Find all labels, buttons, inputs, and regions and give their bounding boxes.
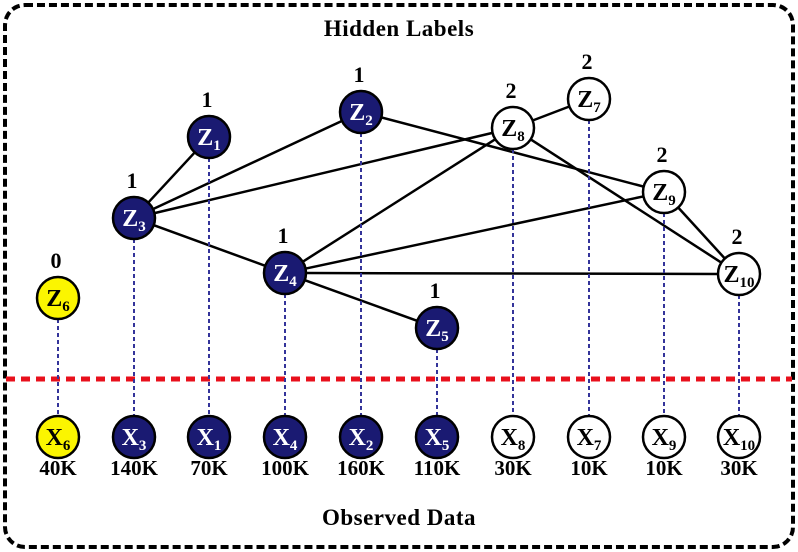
hidden-node-label-Z9: Z9	[652, 180, 676, 209]
observed-node-X2	[338, 414, 384, 460]
hidden-node-Z5	[414, 305, 460, 351]
value-label-X7: 10K	[570, 456, 608, 480]
edge-Z8-Z10	[529, 137, 723, 265]
hidden-node-Z1	[186, 114, 232, 160]
count-label-Z6: 0	[51, 248, 62, 273]
hidden-node-label-Z7: Z7	[577, 87, 601, 116]
edge-Z3-Z1	[146, 150, 197, 205]
count-label-Z2: 1	[354, 62, 365, 87]
edge-Z3-Z8	[153, 131, 494, 215]
observed-node-label-X10: X10	[723, 425, 755, 454]
observed-node-label-X1: X1	[197, 425, 222, 454]
count-label-Z4: 1	[278, 223, 289, 248]
hidden-node-Z7	[566, 76, 612, 122]
edge-Z4-Z10	[304, 271, 720, 276]
observed-node-X6	[35, 414, 81, 460]
count-label-Z7: 2	[582, 49, 593, 74]
value-label-X2: 160K	[337, 456, 386, 480]
value-label-X4: 100K	[261, 456, 310, 480]
observed-node-label-X6: X6	[46, 425, 71, 454]
hidden-node-label-Z1: Z1	[197, 125, 221, 154]
hidden-node-Z3	[111, 195, 157, 241]
hidden-node-label-Z8: Z8	[501, 116, 525, 145]
observed-node-X4	[262, 414, 308, 460]
value-label-X10: 30K	[720, 456, 758, 480]
observed-node-label-X2: X2	[349, 425, 374, 454]
value-label-X1: 70K	[190, 456, 228, 480]
observed-node-X10	[716, 414, 762, 460]
edge-Z4-Z5	[303, 278, 419, 323]
observed-node-label-X3: X3	[122, 425, 147, 454]
edge-Z4-Z9	[304, 194, 645, 271]
observed-data-title: Observed Data	[321, 505, 477, 530]
hidden-node-Z6	[35, 275, 81, 321]
observed-node-X8	[490, 414, 536, 460]
edge-Z3-Z2	[151, 119, 344, 211]
hidden-node-Z8	[490, 105, 536, 151]
observed-node-X5	[414, 414, 460, 460]
hidden-node-label-Z5: Z5	[425, 316, 449, 345]
observed-node-X9	[641, 414, 687, 460]
observed-node-label-X9: X9	[652, 425, 677, 454]
hidden-node-label-Z3: Z3	[122, 206, 146, 235]
edge-Z9-Z10	[676, 205, 727, 261]
hidden-node-Z4	[262, 250, 308, 296]
observed-node-X7	[566, 414, 612, 460]
value-label-X6: 40K	[39, 456, 77, 480]
value-label-X3: 140K	[110, 456, 159, 480]
count-label-Z10: 2	[732, 224, 743, 249]
edge-Z4-Z8	[301, 137, 497, 264]
count-label-Z3: 1	[127, 168, 138, 193]
count-label-Z1: 1	[202, 87, 213, 112]
value-label-X9: 10K	[645, 456, 683, 480]
value-label-X5: 110K	[414, 456, 461, 480]
count-label-Z5: 1	[430, 278, 441, 303]
value-label-X8: 30K	[494, 456, 532, 480]
hidden-labels-title: Hidden Labels	[323, 16, 475, 41]
hidden-node-Z10	[716, 251, 762, 297]
edge-Z8-Z7	[531, 104, 571, 123]
hidden-node-Z2	[338, 89, 384, 135]
observed-node-label-X4: X4	[273, 425, 298, 454]
observed-node-label-X5: X5	[425, 425, 450, 454]
observed-node-X1	[186, 414, 232, 460]
hidden-node-label-Z6: Z6	[46, 286, 70, 315]
hidden-node-Z9	[641, 169, 687, 215]
count-label-Z8: 2	[506, 78, 517, 103]
hidden-node-label-Z4: Z4	[273, 261, 297, 290]
hidden-node-label-Z2: Z2	[349, 100, 373, 129]
observed-node-X3	[111, 414, 157, 460]
observed-node-label-X7: X7	[577, 425, 602, 454]
count-label-Z9: 2	[657, 142, 668, 167]
hidden-node-label-Z10: Z10	[723, 262, 754, 291]
observed-node-label-X8: X8	[501, 425, 526, 454]
